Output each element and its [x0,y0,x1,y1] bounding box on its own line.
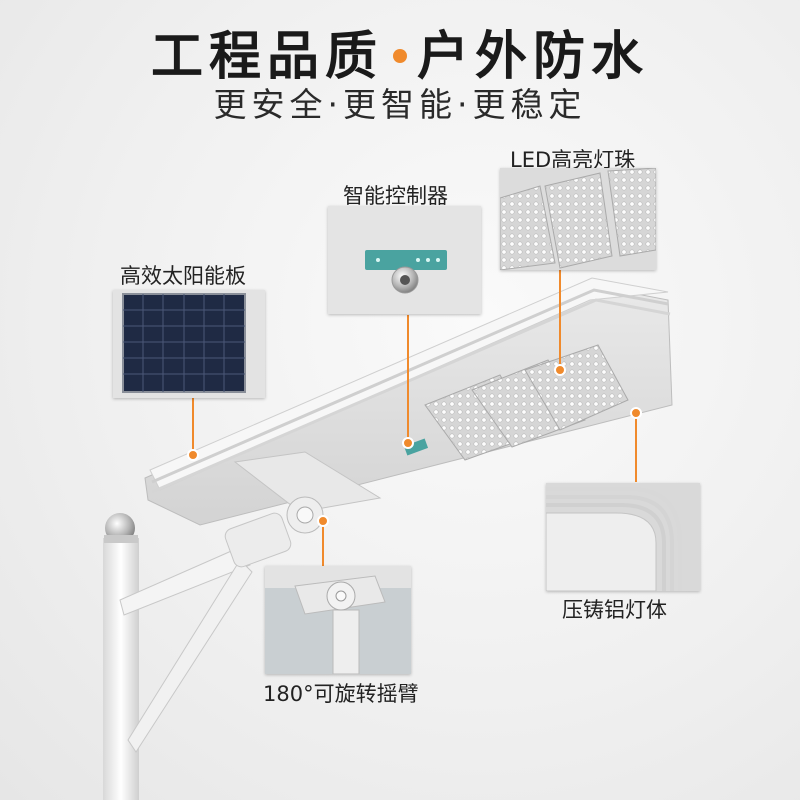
housing-inset [546,483,700,591]
arm-image [265,566,411,674]
housing-label: 压铸铝灯体 [562,598,667,622]
housing-image [546,483,700,591]
led-beads-inset [500,168,656,270]
controller-label: 智能控制器 [343,184,448,208]
title-dot [393,49,407,63]
page-subtitle: 更安全·更智能·更稳定 [213,85,587,124]
callout-lines [187,270,642,566]
led-beads-image [500,168,656,270]
solar-panel-inset [113,290,265,398]
arm-inset [265,566,411,674]
controller-inset [328,206,481,314]
controller-image [328,206,481,314]
solar-panel-image [122,293,246,393]
page-title: 工程品质户外防水 [0,14,800,89]
pole [103,513,139,800]
solar-panel-label: 高效太阳能板 [120,264,246,288]
arm-label: 180°可旋转摇臂 [263,682,419,706]
bracket-arm [119,512,292,753]
title-left: 工程品质 [150,27,383,87]
title-right: 户外防水 [417,27,650,87]
